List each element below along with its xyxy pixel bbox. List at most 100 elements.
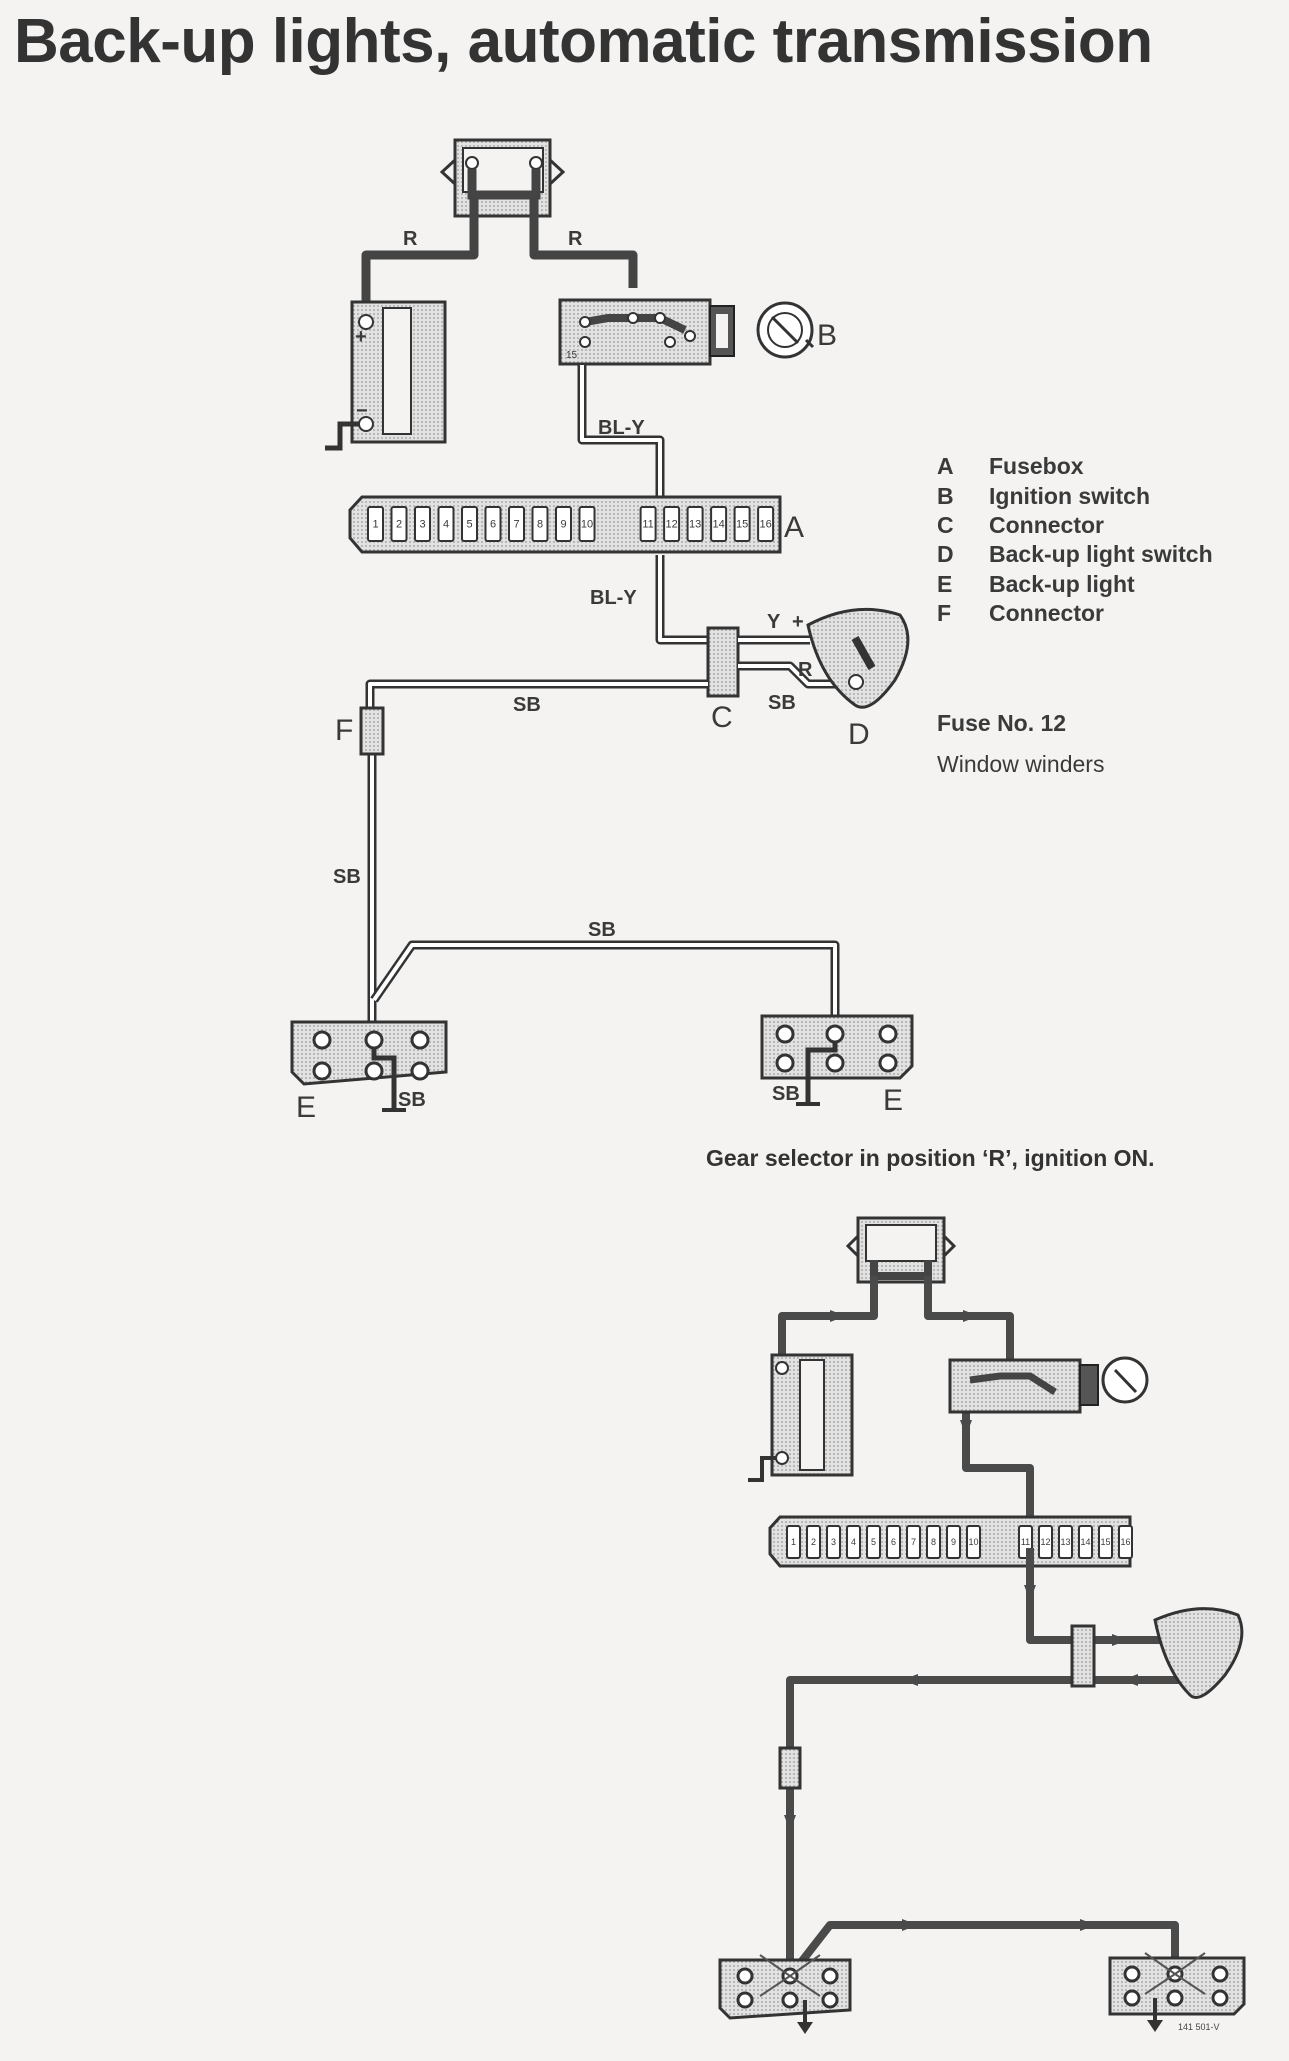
fuse-number-label: 11 [642,519,653,531]
fuse-number-label: 9 [560,519,566,531]
fuse-number-label: 2 [396,519,402,531]
fuse-note: Fuse No. 12 Window winders [937,710,1104,778]
legend-label: Back-up light [989,570,1135,597]
fuse-number-label: 6 [490,519,496,531]
backup-light-left [290,1020,448,1112]
fuse-slot [1038,1525,1053,1559]
fuse-number-label: 8 [537,519,543,531]
fuse-slot [390,506,408,542]
fuse-slot [414,506,431,542]
fuse-slot [710,506,728,542]
legend-key: B [937,482,954,509]
fuse-slot [1058,1525,1073,1559]
wire-label-sb-switch: SB [768,692,796,714]
fuse-slot [663,506,681,542]
fuse-number-label: 10 [581,519,593,531]
fuse-number-label: 14 [1080,1537,1090,1547]
label-f: F [335,714,353,747]
legend-label: Ignition switch [989,482,1150,509]
legend-key: F [937,600,952,627]
backup-light-right [760,1014,914,1106]
fuse-slot [757,506,775,542]
fuse-number-label: 3 [419,519,425,531]
fuse-number-label: 6 [891,1537,896,1547]
ignition-switch [558,298,735,366]
legend-key: C [937,511,954,538]
fuse-slot [846,1525,861,1559]
fuse-number-label: 3 [831,1537,836,1547]
fuse-slot [866,1525,881,1559]
wire-black [365,679,840,1032]
battery-minus: − [356,400,368,422]
main-relay [439,138,566,218]
label-b: B [817,319,837,352]
fuse-number-label: 10 [968,1537,978,1547]
fuse-slot [946,1525,961,1559]
fuse-slot [1098,1525,1113,1559]
fuse-slot [461,506,478,542]
fuse-slot [1118,1525,1133,1559]
fuse-slot [367,506,384,542]
fuse-number-label: 8 [931,1537,936,1547]
fuse-slot [484,506,502,542]
fuse-number-label: 12 [665,519,677,531]
fuse-number-label: 2 [811,1537,816,1547]
fuse-number-label: 15 [736,519,748,531]
fuse-number-label: 13 [1060,1537,1070,1547]
fuse-circuit: Window winders [937,751,1105,777]
fuse-slot [733,506,751,542]
ignition-terminal-15: 15 [566,350,578,361]
switch-plus: + [792,611,804,633]
connector-c [706,626,740,698]
fuse-slot [806,1525,821,1559]
fuse-slot [966,1525,981,1559]
wire-label-sb-ground-left: SB [398,1089,426,1111]
fuse-slot [639,506,657,542]
bottom-diagram-caption: Gear selector in position ‘R’, ignition … [706,1145,1155,1171]
wire-label-red-left: R [403,228,418,250]
legend-row: B Ignition switch [937,481,1213,510]
fuse-slot [578,506,596,542]
fuse-slot [508,506,525,542]
wire-label-bl-y-top: BL-Y [598,417,645,439]
fuse-number-label: 5 [871,1537,876,1547]
wire-red [361,195,638,322]
backup-light-switch [806,607,910,709]
fuse-number-label: 5 [466,519,472,531]
fuse-slot [437,506,455,542]
fuse-number-label: 7 [911,1537,916,1547]
fuse-number: Fuse No. 12 [937,710,1067,736]
battery-plus: + [355,326,367,348]
fuse-slot [555,506,572,542]
fuse-number-label: 4 [443,519,449,531]
connector-f [359,706,385,756]
fuse-slot [786,1525,801,1559]
fuse-slot [926,1525,941,1559]
fuse-number-label: 15 [1100,1537,1110,1547]
legend-label: Back-up light switch [989,541,1213,568]
wire-label-red-right: R [568,228,583,250]
fuse-slot [826,1525,841,1559]
label-e-right: E [883,1084,903,1117]
wire-label-sb-3: SB [588,919,616,941]
legend-label: Fusebox [989,453,1084,480]
drawing-number: 141 501-V [1178,2022,1220,2032]
fuse-slot [906,1525,921,1559]
ignition-key-icon [756,301,815,359]
fuse-number-label: 12 [1040,1537,1050,1547]
fuse-number-label: 4 [851,1537,856,1547]
fuse-number-label: 1 [791,1537,796,1547]
fuse-number-label: 11 [1021,1537,1030,1547]
battery [325,300,447,451]
wire-label-bl-y-mid: BL-Y [590,587,637,609]
label-d: D [848,718,870,751]
page-title: Back-up lights, automatic transmission [14,7,1153,76]
fuse-number-label: 13 [689,519,701,531]
label-e-left: E [296,1091,316,1124]
